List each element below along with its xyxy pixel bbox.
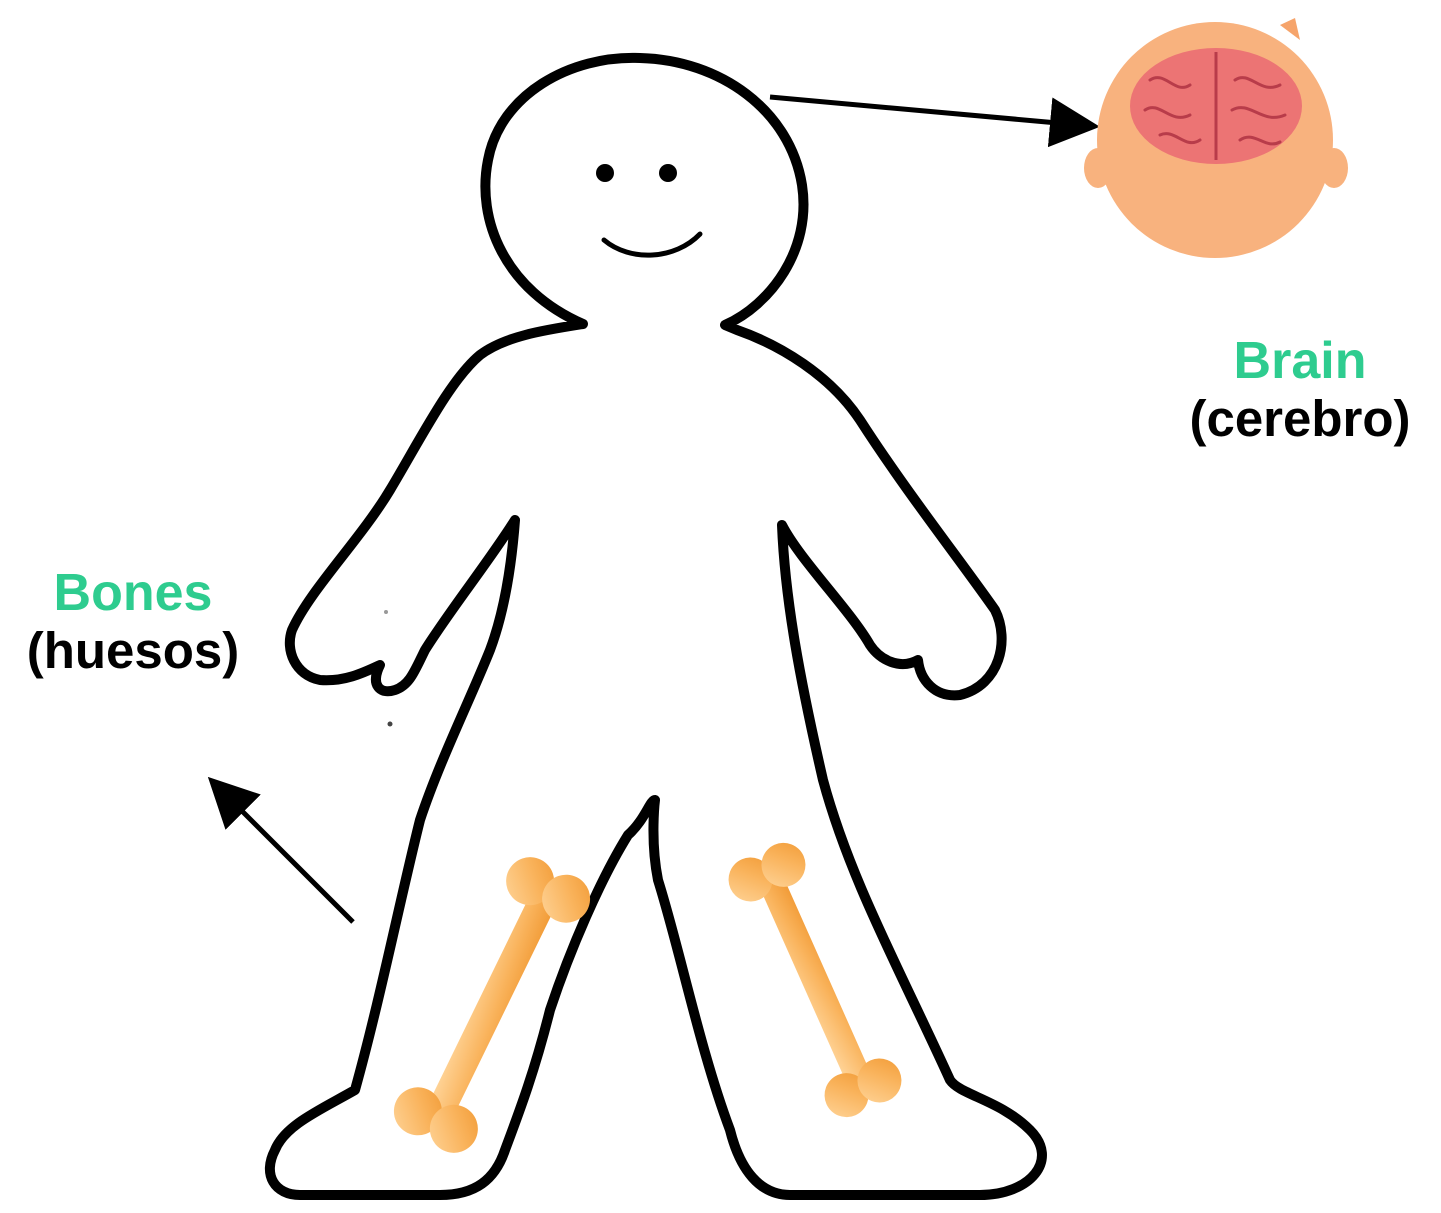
bones-label-spanish: (huesos) xyxy=(27,622,240,679)
body-outline xyxy=(270,58,1042,1195)
speck xyxy=(388,722,393,727)
brain-label: Brain (cerebro) xyxy=(1189,332,1410,447)
speck xyxy=(384,610,388,614)
right-eye xyxy=(659,164,677,182)
brain-label-spanish: (cerebro) xyxy=(1189,390,1410,447)
brain-label-english: Brain xyxy=(1189,332,1410,390)
brain-in-head-icon xyxy=(1084,18,1348,258)
arrow-to-brain xyxy=(770,97,1080,125)
left-eye xyxy=(596,164,614,182)
bones-label: Bones (huesos) xyxy=(27,564,240,679)
bones-label-english: Bones xyxy=(27,564,240,622)
arrow-to-bones-label xyxy=(222,791,353,922)
